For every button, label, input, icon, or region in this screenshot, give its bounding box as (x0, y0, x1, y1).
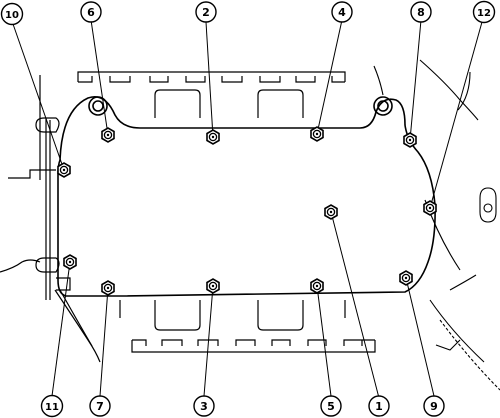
callout-7: 7 (89, 395, 111, 417)
svg-text:11: 11 (45, 402, 59, 413)
bolt-8 (403, 132, 417, 148)
callout-2: 2 (195, 1, 217, 23)
bolts (57, 126, 437, 296)
bolt-10 (57, 162, 71, 178)
bolt-1 (324, 204, 338, 220)
svg-text:8: 8 (417, 6, 425, 19)
callout-6: 6 (80, 1, 102, 23)
bolt-12 (423, 200, 437, 216)
leader-7 (99, 287, 109, 397)
leader-1 (330, 211, 380, 399)
svg-text:10: 10 (5, 10, 19, 21)
callout-1: 1 (368, 395, 390, 417)
bolt-3 (206, 278, 220, 294)
leader-3 (203, 285, 214, 397)
bolt-11 (63, 254, 77, 270)
left-engine-detail (0, 75, 101, 363)
bolt-2 (206, 129, 220, 145)
callout-5: 5 (320, 395, 342, 417)
svg-text:3: 3 (200, 400, 208, 413)
upper-rail (77, 71, 346, 118)
bolt-6 (101, 127, 115, 143)
svg-text:5: 5 (327, 400, 335, 413)
svg-text:2: 2 (202, 6, 210, 19)
leader-4 (316, 19, 343, 135)
leader-lines (12, 19, 483, 399)
svg-text:7: 7 (96, 400, 104, 413)
bolt-9 (399, 270, 413, 286)
right-engine-detail (373, 59, 500, 391)
callout-4: 4 (331, 1, 353, 23)
cover-outline (57, 96, 436, 297)
callout-8: 8 (410, 1, 432, 23)
callout-10: 10 (0, 2, 24, 26)
callout-12: 12 (472, 0, 496, 24)
leader-6 (90, 19, 109, 136)
leader-5 (316, 285, 332, 397)
lower-rail (119, 300, 376, 353)
leader-10 (12, 23, 65, 171)
leader-11 (51, 261, 71, 397)
callout-9: 9 (423, 395, 445, 417)
callout-11: 11 (40, 394, 64, 418)
leader-2 (205, 21, 214, 138)
leader-12 (429, 21, 483, 209)
bolt-7 (101, 280, 115, 296)
svg-text:6: 6 (87, 6, 95, 19)
svg-text:4: 4 (338, 6, 346, 19)
callout-3: 3 (193, 395, 215, 417)
svg-text:9: 9 (430, 400, 438, 413)
bolt-4 (310, 126, 324, 142)
leader-8 (409, 19, 422, 141)
svg-text:1: 1 (375, 400, 383, 413)
leader-9 (405, 277, 435, 397)
svg-text:12: 12 (477, 8, 491, 19)
bolt-5 (310, 278, 324, 294)
